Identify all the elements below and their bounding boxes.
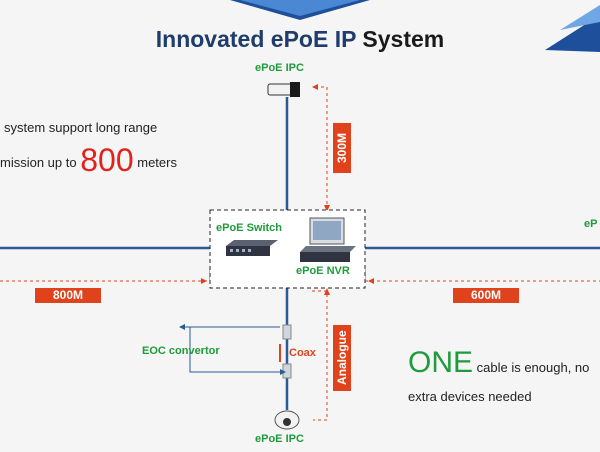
one-cable-text: ONE cable is enough, no bbox=[408, 346, 589, 380]
arrow-head bbox=[280, 369, 286, 375]
coax-connector-icon bbox=[282, 363, 292, 379]
left-line-2: mission up to 800 meters bbox=[0, 142, 177, 179]
left-line-1: system support long range bbox=[4, 120, 158, 135]
top-camera-label: ePoE IPC bbox=[255, 62, 304, 74]
distance-tag-right: 600M bbox=[453, 288, 519, 303]
switch-top bbox=[226, 240, 278, 246]
nvr-top bbox=[300, 246, 356, 252]
coax-connector-icon bbox=[282, 324, 292, 340]
eoc-label: EOC convertor bbox=[142, 345, 220, 357]
one-big: ONE bbox=[408, 346, 474, 379]
nvr-icon bbox=[300, 252, 350, 262]
dome-lens bbox=[283, 418, 291, 426]
vertical-distance-line bbox=[315, 86, 328, 205]
left-line-2a: mission up to bbox=[0, 155, 77, 170]
monitor-screen bbox=[313, 221, 341, 240]
left-line-2b: meters bbox=[137, 155, 177, 170]
analogue-distance-line bbox=[312, 290, 328, 421]
one-cable-line-2: extra devices needed bbox=[408, 389, 532, 404]
analogue-tag: Analogue bbox=[333, 325, 351, 391]
camera-lens bbox=[290, 82, 300, 97]
arrow-head bbox=[324, 288, 330, 295]
right-banner-highlight bbox=[560, 5, 600, 30]
arrow-head bbox=[312, 84, 318, 90]
arrow-head bbox=[324, 205, 330, 212]
arrow-head bbox=[201, 278, 207, 284]
right-cut-label: eP bbox=[584, 218, 598, 230]
top-banner-highlight bbox=[240, 0, 360, 16]
distance-tag-left: 800M bbox=[35, 288, 101, 303]
arrow-head bbox=[368, 278, 374, 284]
left-description: system support long range bbox=[0, 120, 157, 135]
distance-tag-vertical: 300M bbox=[333, 123, 351, 173]
title-part-b: System bbox=[362, 26, 445, 52]
bottom-camera-label: ePoE IPC bbox=[255, 433, 304, 445]
title-part-a: Innovated ePoE IP bbox=[155, 26, 357, 52]
coax-label: Coax bbox=[289, 347, 316, 359]
page-title: Innovated ePoE IP System bbox=[0, 26, 600, 53]
one-rest: cable is enough, no bbox=[476, 360, 590, 375]
nvr-label: ePoE NVR bbox=[296, 265, 350, 277]
arrow-head bbox=[179, 324, 185, 330]
distance-number: 800 bbox=[80, 142, 134, 178]
eoc-line-bottom bbox=[189, 327, 280, 373]
switch-label: ePoE Switch bbox=[216, 222, 283, 234]
